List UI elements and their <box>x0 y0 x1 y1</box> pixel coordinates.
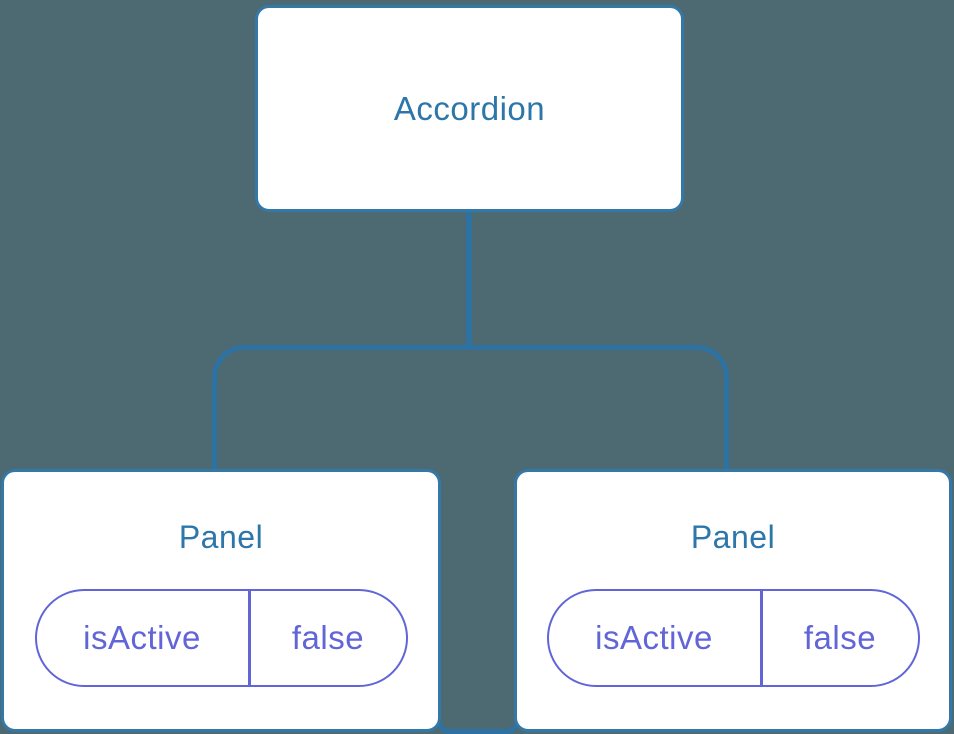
prop-pill: isActive false <box>34 589 408 687</box>
prop-value: false <box>291 619 365 656</box>
connector-stem <box>466 209 472 349</box>
prop-name: isActive <box>549 591 763 685</box>
panel-node-label: Panel <box>178 519 264 555</box>
panel-node-left: Panel isActive false <box>1 469 441 732</box>
prop-pill: isActive false <box>546 589 920 687</box>
prop-name: isActive <box>37 591 251 685</box>
accordion-node-label: Accordion <box>393 89 546 127</box>
panel-node-right: Panel isActive false <box>514 469 952 732</box>
connector-bracket <box>212 345 729 472</box>
panel-node-label: Panel <box>690 519 776 555</box>
bottom-connector <box>436 720 520 734</box>
prop-value: false <box>803 619 877 656</box>
accordion-node: Accordion <box>255 5 684 212</box>
